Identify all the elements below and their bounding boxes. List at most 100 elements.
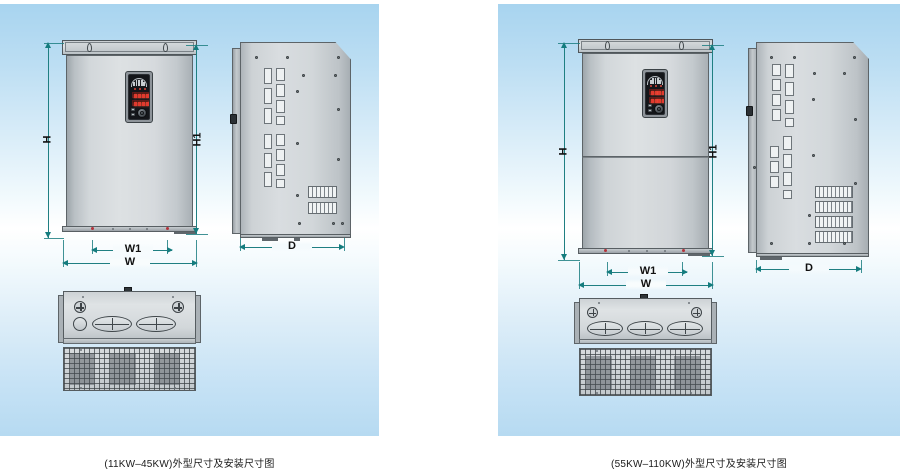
bottom-divider-band: [63, 338, 196, 344]
dimension-label-D: D: [272, 241, 312, 252]
keypad-button[interactable]: [149, 113, 150, 116]
grille-shadow: [154, 353, 180, 385]
side-screw: [854, 182, 857, 185]
side-screw: [341, 222, 344, 225]
mounting-keyhole-icon: [605, 41, 610, 50]
side-view-right: [746, 42, 870, 264]
side-foot-tab: [262, 238, 278, 241]
mounting-keyhole-icon: [87, 43, 92, 52]
knob-center[interactable]: [657, 107, 661, 111]
side-connector-block[interactable]: [230, 114, 237, 124]
status-light-icon: [134, 88, 136, 90]
enclosure-front-face-lower: [582, 157, 709, 249]
keypad-button[interactable]: [131, 113, 135, 116]
keypad-arc-decor: [647, 76, 663, 85]
round-knockout: [73, 317, 87, 331]
mounting-keyhole-icon: [679, 41, 684, 50]
mounting-point: [682, 249, 685, 252]
side-exhaust-grille: [308, 202, 337, 214]
bracket-inner-panel: [65, 42, 194, 52]
side-view-left: [230, 42, 352, 242]
plate-hole: [174, 387, 176, 389]
led-display-row: [132, 100, 149, 106]
plate-hole: [690, 350, 692, 352]
front-view-left: [62, 40, 197, 240]
side-bottom-rail: [756, 253, 869, 257]
dimension-label-H: H: [557, 147, 570, 156]
plate-hole: [80, 349, 82, 351]
side-screw: [812, 154, 815, 157]
status-light-icon: [139, 88, 141, 90]
keypad-face: [128, 74, 150, 120]
dimension-label-W: W: [626, 279, 666, 290]
side-connector-block[interactable]: [746, 106, 753, 116]
mounting-point: [91, 227, 94, 230]
stop-button[interactable]: [149, 119, 150, 120]
grille-shadow: [110, 353, 136, 385]
plate-hole: [80, 387, 82, 389]
grille-shadow: [70, 353, 94, 385]
side-screw: [843, 72, 846, 75]
led-display-row: [132, 92, 149, 98]
bottom-foot-tab: [688, 254, 710, 256]
keypad-button[interactable]: [131, 108, 135, 111]
diagram-panel-right: H H1 W1 W: [498, 4, 900, 436]
dimension-label-D: D: [789, 263, 829, 274]
side-bottom-rail: [240, 234, 351, 238]
cable-entry-oval: [92, 316, 132, 332]
side-foot-tab: [760, 257, 782, 260]
bottom-cable-entry-plate: [63, 291, 196, 344]
keypad-button[interactable]: [138, 119, 142, 120]
cross-screw-icon: [74, 301, 86, 313]
side-exhaust-grille: [815, 216, 853, 228]
mounting-keyhole-icon: [163, 43, 168, 52]
status-light-icon: [144, 88, 146, 90]
plate-hole: [172, 296, 174, 298]
side-screw: [843, 242, 846, 245]
dimension-label-H1: H1: [191, 132, 204, 147]
keypad-button[interactable]: [149, 108, 150, 111]
rail-hole: [129, 228, 131, 230]
side-screw: [337, 56, 340, 59]
plate-hole: [598, 302, 600, 304]
bracket-inner-panel: [581, 41, 710, 50]
rail-hole: [146, 228, 148, 230]
knob-center[interactable]: [140, 111, 144, 115]
rail-hole: [664, 250, 666, 252]
caption-left: (11KW–45KW)外型尺寸及安装尺寸图: [104, 459, 275, 470]
diagram-panel-left: H H1 W1 W: [0, 4, 379, 436]
rail-hole: [646, 250, 648, 252]
dimension-label-W1: W1: [628, 266, 668, 277]
dimension-label-W1: W1: [113, 244, 153, 255]
operator-keypad[interactable]: [125, 71, 153, 123]
led-display-row: [649, 89, 664, 95]
run-button[interactable]: [131, 119, 136, 120]
side-screw: [334, 74, 337, 77]
keypad-button[interactable]: [648, 104, 652, 107]
plate-hole: [688, 302, 690, 304]
plate-hole: [82, 296, 84, 298]
plate-hole: [174, 349, 176, 351]
rotary-knob[interactable]: [654, 104, 664, 114]
grille-shadow: [674, 356, 700, 390]
cross-screw-icon: [172, 301, 184, 313]
mounting-point: [166, 227, 169, 230]
bottom-grille-mesh: [579, 348, 712, 396]
side-screw: [332, 222, 335, 225]
keypad-button[interactable]: [648, 109, 652, 112]
operator-keypad[interactable]: [642, 69, 668, 118]
rotary-knob[interactable]: [137, 108, 147, 118]
keypad-button[interactable]: [143, 119, 147, 120]
dimension-label-W: W: [110, 257, 150, 268]
side-screw: [286, 56, 289, 59]
side-screw: [296, 142, 299, 145]
side-screw: [337, 108, 340, 111]
side-screw: [770, 56, 773, 59]
bottom-view-right: [574, 294, 717, 396]
status-light-icon: [650, 85, 652, 87]
dimension-label-H1: H1: [707, 144, 720, 159]
cross-screw-icon: [587, 307, 598, 318]
plate-hole: [596, 392, 598, 394]
body-split-line: [583, 157, 708, 158]
